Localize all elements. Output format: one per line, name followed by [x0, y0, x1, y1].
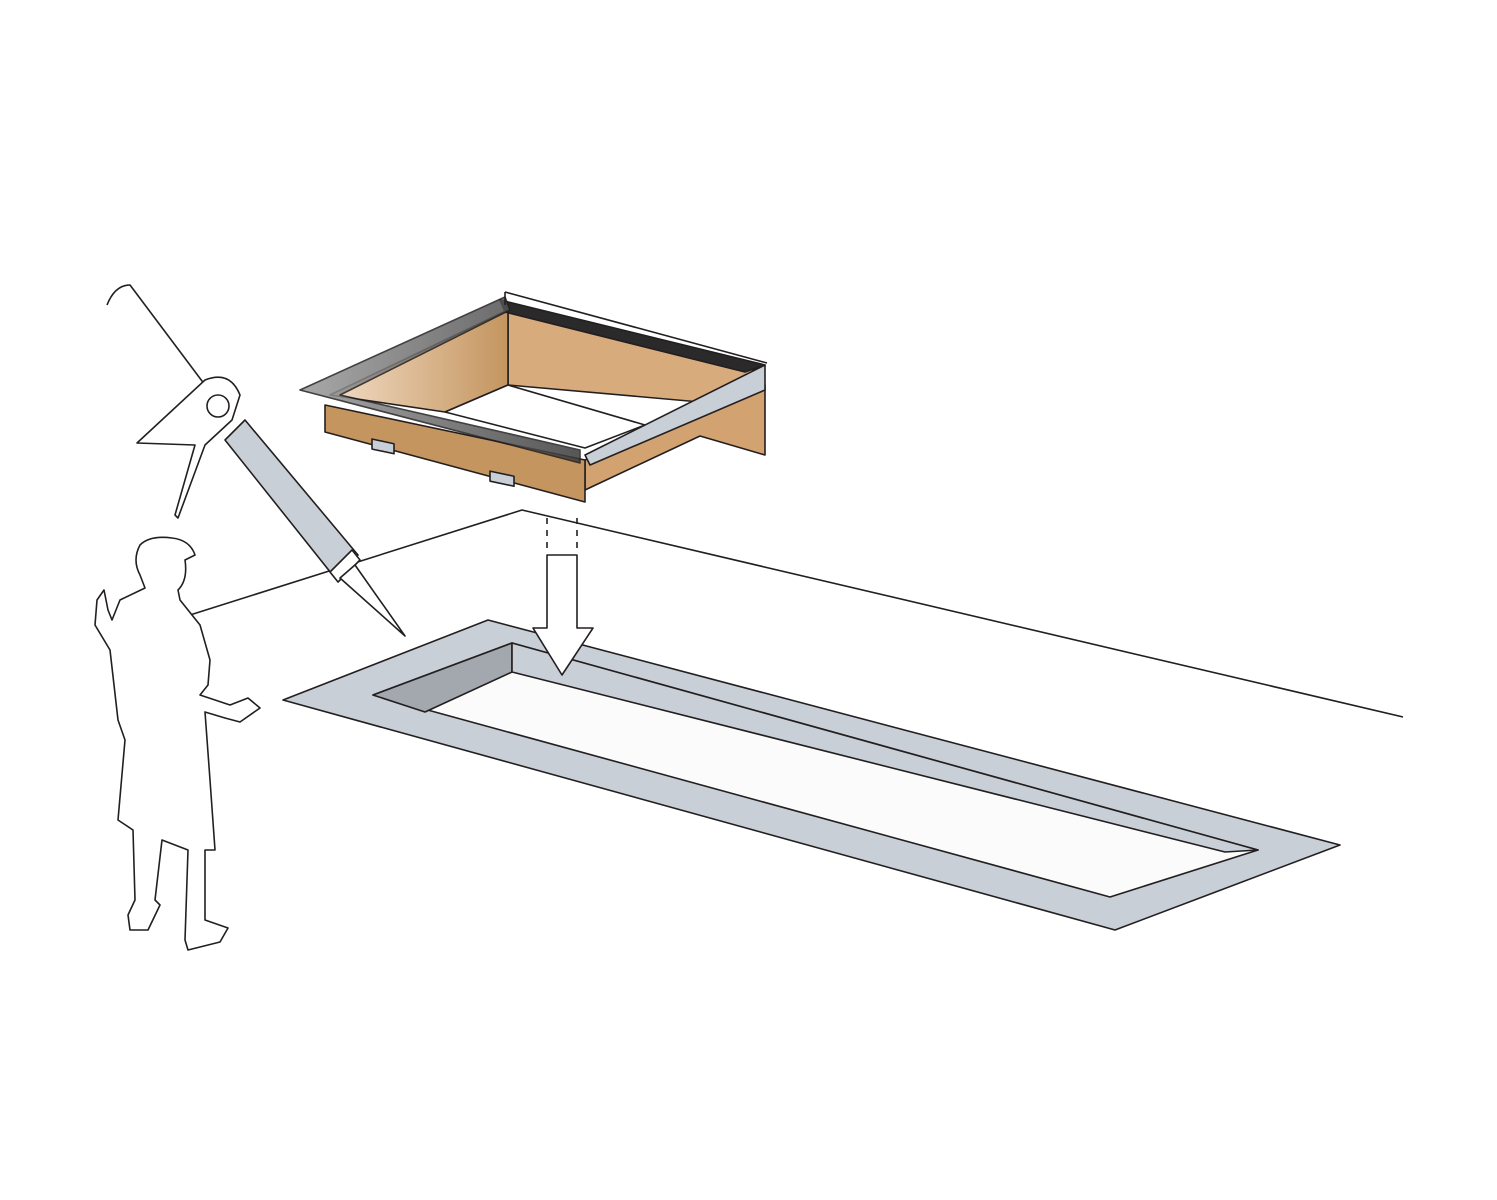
opening-inner-wall-top	[511, 642, 1259, 853]
bracket	[371, 438, 395, 455]
skylight-curb	[299, 291, 768, 503]
bracket	[489, 470, 515, 488]
nozzle	[339, 564, 406, 637]
down-arrow-icon	[532, 518, 594, 676]
roof-edge-line	[189, 509, 1404, 718]
roof-opening	[282, 619, 1341, 931]
caulk-gun-icon	[106, 284, 406, 637]
opening	[372, 642, 1259, 898]
flange-right	[584, 364, 766, 466]
person-icon	[94, 536, 261, 951]
caulk-tube	[224, 419, 359, 579]
